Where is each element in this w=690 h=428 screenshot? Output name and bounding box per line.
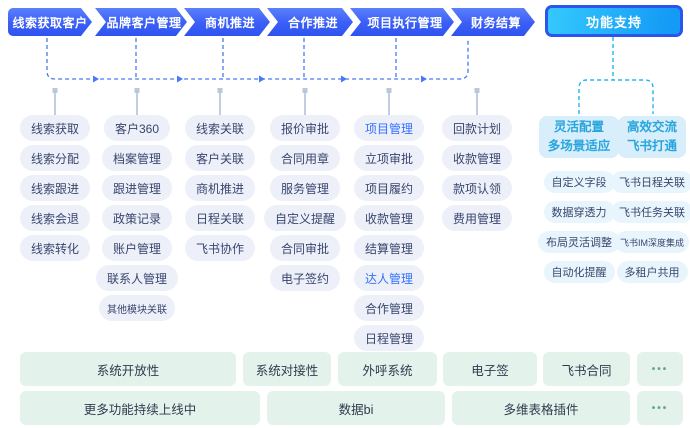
feature-pill: 合同审批: [269, 235, 341, 261]
feature-pill: 账户管理: [101, 235, 173, 261]
feature-pill: 款项认领: [441, 175, 513, 201]
feature-pill: 费用管理: [441, 205, 513, 231]
bottom-box-system-connectivity: 系统对接性: [243, 352, 331, 386]
feature-pill: 线索获取: [19, 115, 91, 141]
more-dots-icon: •••: [637, 352, 683, 386]
feature-pill: 档案管理: [101, 145, 173, 171]
feature-pill: 商机推进: [184, 175, 256, 201]
feature-pill: 日程管理: [353, 325, 425, 351]
support-header-line1: 高效交流: [626, 120, 677, 135]
bottom-box-e-sign: 电子签: [443, 352, 537, 386]
support-group-flexible-config: 灵活配置 多场景适应 自定义字段 数据穿透力 布局灵活调整 自动化提醒: [538, 116, 620, 283]
support-button[interactable]: 功能支持: [545, 5, 683, 37]
bottom-box-system-openness: 系统开放性: [20, 352, 236, 386]
column-finance-settlement: 回款计划 收款管理 款项认领 费用管理: [441, 115, 513, 231]
support-pill: 多租户共用: [616, 261, 688, 283]
flow-step-lead-acquisition[interactable]: 线索获取客户: [8, 8, 92, 36]
feature-pill: 跟进管理: [101, 175, 173, 201]
feature-pill: 飞书协作: [184, 235, 256, 261]
arrow-right-icon: [93, 75, 427, 83]
feature-pill: 合同用章: [269, 145, 341, 171]
feature-pill: 客户360: [103, 115, 171, 141]
feature-pill: 其他模块关联: [98, 295, 175, 321]
column-cooperation-push: 报价审批 合同用章 服务管理 自定义提醒 合同审批 电子签约: [263, 115, 347, 291]
support-pill: 飞书任务关联: [611, 201, 690, 223]
column-opportunity-push: 线索关联 客户关联 商机推进 日程关联 飞书协作: [184, 115, 256, 261]
feature-pill: 客户关联: [184, 145, 256, 171]
feature-pill: 日程关联: [184, 205, 256, 231]
flow-step-finance-settlement[interactable]: 财务结算: [451, 8, 535, 36]
support-pill: 飞书IM深度集成: [615, 231, 689, 253]
feature-pill-highlight: 达人管理: [353, 265, 425, 291]
feature-pill: 收款管理: [353, 205, 425, 231]
feature-pill: 结算管理: [353, 235, 425, 261]
feature-pill: 自定义提醒: [263, 205, 347, 231]
bottom-box-data-bi: 数据bi: [267, 391, 445, 425]
flow-step-project-execution[interactable]: 项目执行管理: [350, 8, 454, 36]
feature-pill: 联系人管理: [95, 265, 179, 291]
feature-pill: 线索分配: [19, 145, 91, 171]
feature-pill: 线索会退: [19, 205, 91, 231]
support-pill: 数据穿透力: [543, 201, 615, 223]
flow-step-opportunity-push[interactable]: 商机推进: [184, 8, 270, 36]
feature-pill: 线索转化: [19, 235, 91, 261]
feature-pill: 回款计划: [441, 115, 513, 141]
bottom-box-outbound-call: 外呼系统: [338, 352, 437, 386]
feature-pill: 线索跟进: [19, 175, 91, 201]
feature-pill: 立项审批: [353, 145, 425, 171]
support-header-line2: 多场景适应: [547, 139, 611, 153]
support-pill: 飞书日程关联: [611, 171, 690, 193]
feature-pill: 报价审批: [269, 115, 341, 141]
support-pill: 自动化提醒: [543, 261, 615, 283]
feature-pill: 项目履约: [353, 175, 425, 201]
flow-step-brand-customer-mgmt[interactable]: 品牌客户管理: [95, 8, 187, 36]
feature-pill: 服务管理: [269, 175, 341, 201]
feature-pill-highlight: 项目管理: [353, 115, 425, 141]
flow-step-cooperation-push[interactable]: 合作推进: [267, 8, 353, 36]
bottom-box-feishu-contract: 飞书合同: [543, 352, 630, 386]
more-dots-icon: •••: [637, 391, 683, 425]
feature-pill: 收款管理: [441, 145, 513, 171]
support-pill: 布局灵活调整: [538, 231, 620, 253]
feature-pill: 电子签约: [269, 265, 341, 291]
support-pill: 自定义字段: [543, 171, 615, 193]
support-group-feishu-integration: 高效交流 飞书打通 飞书日程关联 飞书任务关联 飞书IM深度集成 多租户共用: [611, 116, 690, 283]
bottom-box-more-features: 更多功能持续上线中: [20, 391, 260, 425]
column-project-execution: 项目管理 立项审批 项目履约 收款管理 结算管理 达人管理 合作管理 日程管理: [353, 115, 425, 351]
feature-pill: 合作管理: [353, 295, 425, 321]
feature-pill: 线索关联: [184, 115, 256, 141]
support-header-line1: 灵活配置: [553, 120, 604, 135]
support-button-label: 功能支持: [548, 8, 680, 34]
bottom-box-multidim-table-plugin: 多维表格插件: [452, 391, 630, 425]
column-brand-customer-mgmt: 客户360 档案管理 跟进管理 政策记录 账户管理 联系人管理 其他模块关联: [95, 115, 179, 321]
feature-pill: 政策记录: [101, 205, 173, 231]
support-header-line2: 飞书打通: [626, 139, 677, 153]
support-group-header: 灵活配置 多场景适应: [538, 116, 620, 158]
column-stub-connectors: [52, 88, 480, 116]
support-group-header: 高效交流 飞书打通: [617, 116, 686, 158]
column-lead-acquisition: 线索获取 线索分配 线索跟进 线索会退 线索转化: [19, 115, 91, 261]
